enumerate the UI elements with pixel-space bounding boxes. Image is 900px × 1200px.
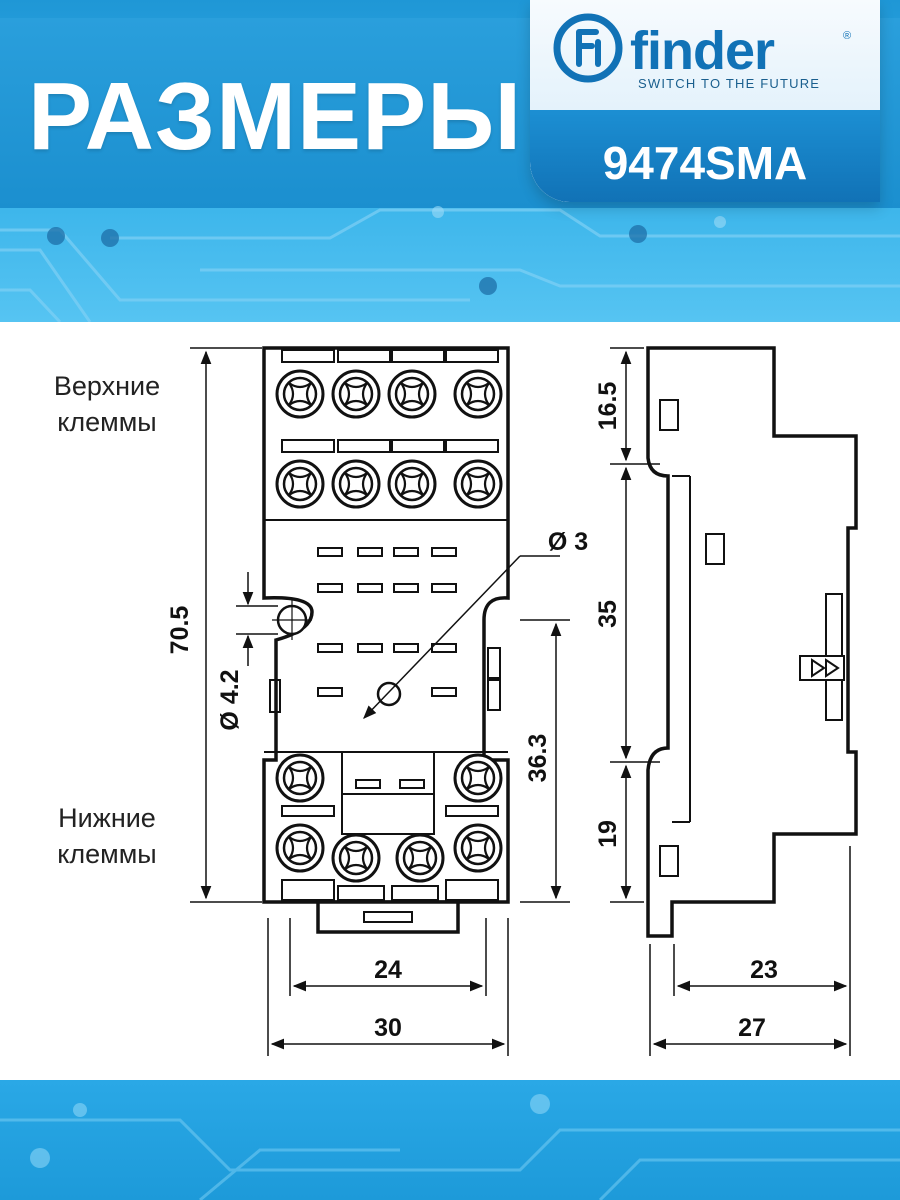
circuit-decoration <box>0 206 900 322</box>
lower-terminals-label: Нижние клеммы <box>22 800 192 872</box>
side-view <box>646 346 858 938</box>
brand-badge: finder ® SWITCH TO THE FUTURE 9474SMA <box>530 0 880 202</box>
dim-side-top: 16.5 <box>594 382 622 431</box>
dim-side-inner-depth: 23 <box>750 956 778 984</box>
dim-side-middle: 35 <box>594 600 622 628</box>
upper-terminals-label: Верхние клеммы <box>22 368 192 440</box>
finder-logo-icon <box>553 13 623 83</box>
dim-mount-hole: Ø 4.2 <box>216 669 244 730</box>
model-number: 9474SMA <box>602 137 808 189</box>
dim-hole-spacing: Ø 3 <box>548 528 588 556</box>
dimension-drawing: 70.5 Ø 4.2 Ø 3 36.3 24 30 16.5 35 19 23 … <box>166 346 858 1056</box>
page-title: РАЗМЕРЫ <box>28 63 523 170</box>
upper-terminals-line1: Верхние <box>53 371 161 401</box>
brand-slogan: SWITCH TO THE FUTURE <box>638 76 821 91</box>
brand-name: finder <box>630 21 775 81</box>
dim-outer-width: 30 <box>374 1014 402 1042</box>
model-panel <box>530 110 880 202</box>
dim-side-total-depth: 27 <box>738 1014 766 1042</box>
side-dimensions <box>610 347 851 1056</box>
footer-band <box>0 1080 900 1200</box>
lower-terminals-line1: Нижние <box>58 803 156 833</box>
upper-terminals-line2: клеммы <box>57 407 157 437</box>
lower-terminals-line2: клеммы <box>57 839 157 869</box>
footer-circuit-decoration <box>0 1094 900 1200</box>
dim-inner-width: 24 <box>374 956 402 984</box>
front-view <box>262 346 510 934</box>
header-banner: РАЗМЕРЫ finder ® SWITCH TO THE FUTURE 94… <box>0 0 900 322</box>
dim-side-bottom: 19 <box>594 820 622 848</box>
dim-hole-to-bottom: 36.3 <box>524 734 552 783</box>
dim-total-height: 70.5 <box>166 606 194 655</box>
front-dimensions <box>190 347 570 1056</box>
registered-mark: ® <box>843 30 852 42</box>
